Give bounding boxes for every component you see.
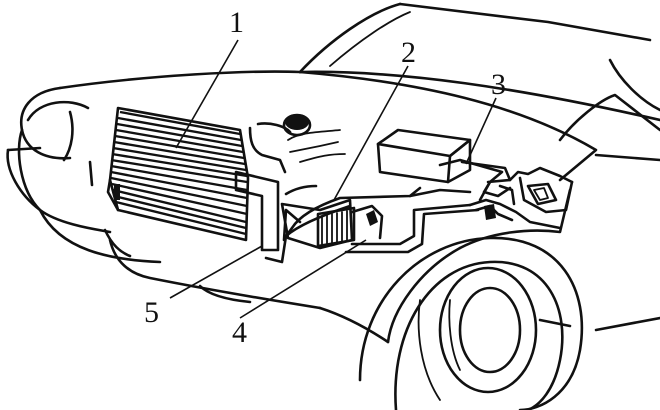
hood: [58, 70, 598, 182]
leader-5: [169, 245, 263, 299]
lower-body: [38, 188, 660, 344]
leader-2: [333, 65, 409, 201]
refrigerant-lines: [284, 186, 480, 254]
leader-3: [465, 97, 497, 165]
condenser: [106, 106, 250, 242]
front-wheel: [358, 236, 584, 410]
leader-lines: [169, 39, 497, 319]
leader-4: [239, 239, 367, 319]
reservoir: [282, 113, 346, 196]
evaporator-housing: [376, 128, 574, 230]
callout-2: 2: [401, 36, 416, 69]
windshield: [298, 2, 660, 162]
callout-5: 5: [144, 296, 159, 329]
leader-1: [175, 39, 239, 149]
callout-1: 1: [229, 6, 244, 39]
front-nose: [6, 86, 112, 234]
callout-3: 3: [491, 68, 506, 101]
callout-4: 4: [232, 316, 247, 349]
compressor: [280, 198, 384, 250]
condenser-fins: [110, 110, 248, 236]
